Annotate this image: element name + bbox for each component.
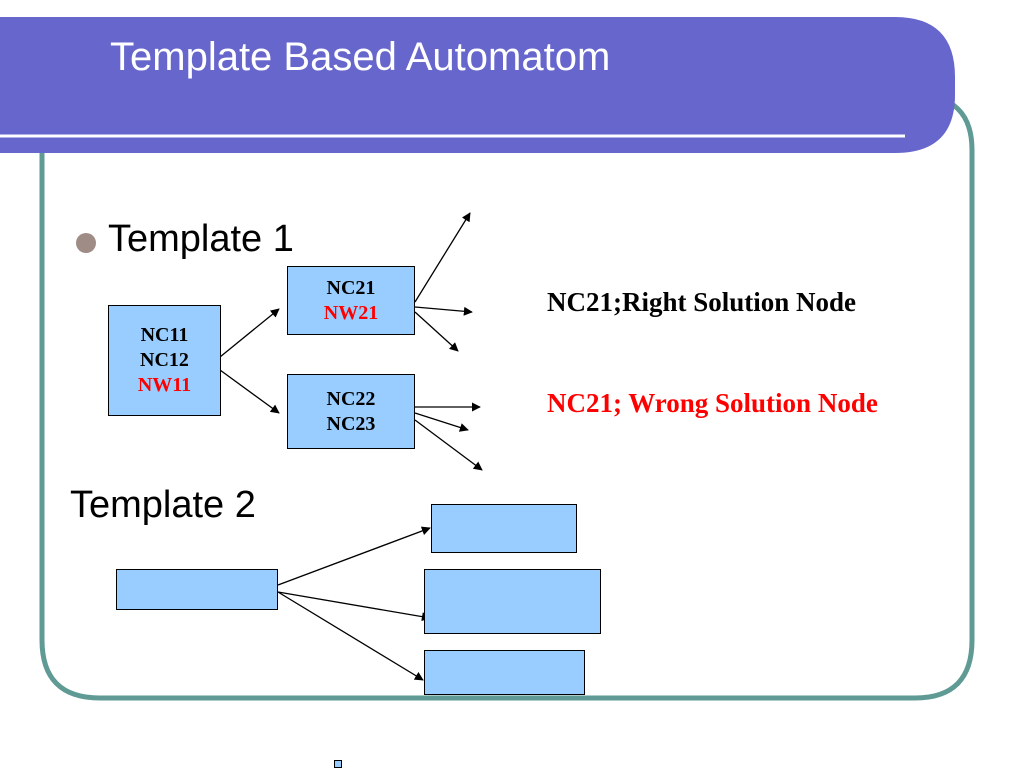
edge-root-to-right: [219, 308, 280, 358]
template2-label: Template 2: [70, 484, 256, 526]
slide-title: Template Based Automatom: [110, 35, 611, 79]
legend-right: NC21;Right Solution Node: [547, 287, 857, 317]
node-wrong: NC22 NC23: [287, 374, 415, 449]
edge-root-to-wrong: [219, 369, 280, 414]
bullet-icon: [76, 233, 96, 253]
edge-right-down: [414, 311, 459, 352]
edge-wrong-2: [414, 412, 469, 432]
content-frame: [39, 92, 975, 701]
t2-root-box: [116, 569, 278, 610]
title-banner: [0, 17, 955, 153]
node-root-line1: NC11: [140, 324, 189, 346]
node-root-wrong: NW11: [137, 374, 192, 396]
edge-t2-bottom: [277, 591, 424, 681]
node-root-line2: NC12: [140, 349, 189, 371]
node-wrong-line2: NC23: [326, 412, 376, 435]
node-right-wrong: NW21: [323, 301, 379, 324]
tiny-shape: [334, 760, 342, 768]
t2-child-bottom-box: [424, 650, 585, 695]
t2-child-mid-box: [424, 569, 601, 634]
edge-t2-mid: [277, 591, 431, 622]
edge-right-up: [414, 212, 471, 303]
node-right-line1: NC21: [326, 276, 376, 299]
template1-label: Template 1: [108, 218, 294, 260]
node-right: NC21 NW21: [287, 266, 415, 335]
legend-wrong: NC21; Wrong Solution Node: [547, 388, 878, 418]
edge-t2-top: [277, 526, 431, 586]
edge-wrong-3: [414, 419, 483, 471]
node-root: NC11 NC12 NW11: [108, 305, 221, 416]
edge-right-mid: [414, 306, 473, 316]
node-wrong-line1: NC22: [326, 387, 376, 410]
t2-child-top-box: [431, 504, 577, 553]
